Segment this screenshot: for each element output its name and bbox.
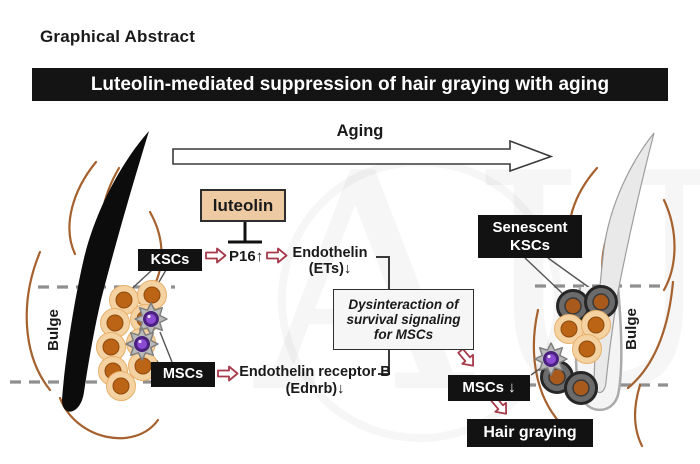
msc-cell-right [535, 343, 567, 375]
senescent-line1: Senescent [492, 219, 568, 237]
hair-graying-label: Hair graying [467, 419, 593, 447]
endothelin-label: Endothelin (ETs)↓ [286, 245, 374, 278]
bulge-label-right: Bulge [623, 308, 640, 350]
title-banner-text: Luteolin-mediated suppression of hair gr… [90, 73, 610, 95]
aging-label: Aging [336, 122, 384, 140]
inhibition-bar [228, 220, 262, 244]
bulge-label-left: Bulge [45, 309, 62, 351]
kscs-label: KSCs [138, 249, 202, 271]
endothelin-receptor-label: Endothelin receptor B (Ednrb)↓ [238, 364, 392, 397]
mscs-label: MSCs [151, 362, 215, 387]
dysinteraction-line1: Dysinteraction of [348, 296, 459, 312]
endothelin-line1: Endothelin [292, 245, 368, 261]
page-title: Graphical Abstract [40, 27, 196, 46]
senescent-kscs-label: Senescent KSCs [478, 215, 582, 258]
title-banner: Luteolin-mediated suppression of hair gr… [32, 68, 668, 101]
receptor-line1: Endothelin receptor B [239, 364, 391, 380]
aging-arrow [172, 139, 554, 173]
luteolin-box: luteolin [200, 189, 286, 222]
dysinteraction-box: Dysinteraction of survival signaling for… [333, 289, 474, 350]
endothelin-line2: (ETs)↓ [308, 260, 352, 277]
mscs-down-label: MSCs ↓ [448, 375, 530, 401]
p16-label: P16↑ [229, 248, 264, 265]
red-arrow-msc-to-ednrb [217, 365, 239, 382]
red-arrow-ksc-to-p16 [205, 247, 227, 264]
black-hair-shaft [62, 131, 149, 412]
dysinteraction-line3: for MSCs [373, 327, 434, 343]
senescent-line2: KSCs [509, 236, 550, 254]
receptor-line2: (Ednrb)↓ [285, 380, 345, 397]
dysinteraction-line2: survival signaling [346, 311, 461, 327]
